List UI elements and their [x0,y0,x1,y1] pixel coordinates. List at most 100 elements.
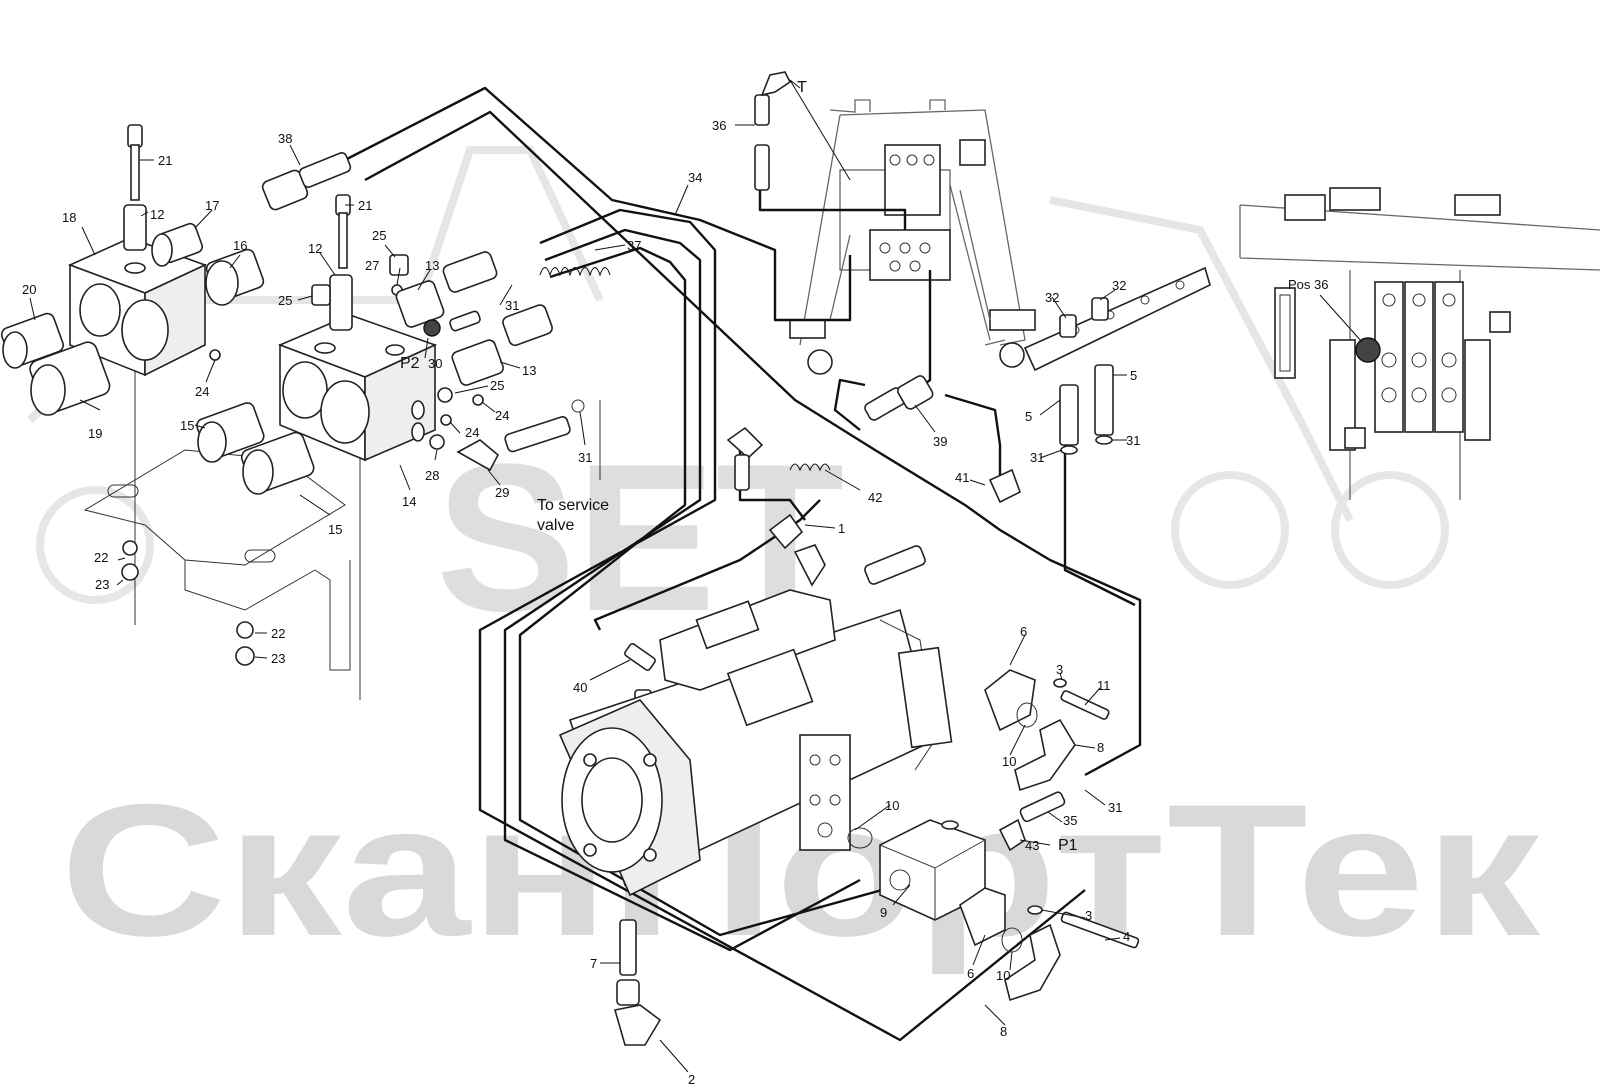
callout-5: 5 [1130,368,1137,383]
elbow-2 [613,1004,662,1046]
callout-19: 19 [88,426,102,441]
callout-2: 2 [688,1072,695,1087]
nut-23-b [235,646,255,666]
bolt-21-a-shank [130,144,140,201]
callout-32: 32 [1045,290,1059,305]
callout-28: 28 [425,468,439,483]
callout-32: 32 [1112,278,1126,293]
hose-8-a [1014,718,1076,792]
elbow-43 [998,818,1026,852]
hose-8-b [1004,923,1061,1002]
callout-10: 10 [1002,754,1016,769]
pos36-label: Pos 36 [1288,277,1328,292]
washer-22-a [122,540,138,556]
fitting-7 [619,919,637,976]
callout-10: 10 [885,798,899,813]
fitting-32-a [1059,314,1077,338]
sleeve-12-a [123,204,147,251]
control-valve-block [869,144,951,281]
plug-25-a [311,284,331,306]
callout-24: 24 [465,425,479,440]
callout-9: 9 [880,905,887,920]
pos36-marker [1355,337,1381,363]
port-p2-label: P2 [400,355,420,372]
callout-24: 24 [195,384,209,399]
callout-5: 5 [1025,409,1032,424]
callout-3: 3 [1056,662,1063,677]
fittings-20-19 [0,312,111,416]
callout-18: 18 [62,210,76,225]
washer-22-b [236,621,254,639]
callout-31: 31 [505,298,519,313]
nut-23-a [121,563,139,581]
callout-12: 12 [150,207,164,222]
bolt-21-a [127,124,143,148]
callout-25: 25 [490,378,504,393]
callout-20: 20 [22,282,36,297]
callout-39: 39 [933,434,947,449]
plug-24-a [209,349,221,361]
bolt-4 [1060,911,1140,949]
callout-3: 3 [1085,908,1092,923]
centre-fittings [613,71,1021,1046]
hose-36 [754,94,770,126]
plug-24-c [440,414,452,426]
callout-36: 36 [712,118,726,133]
service-valve-label-line1: To service [537,497,609,514]
callout-40: 40 [573,680,587,695]
callout-23: 23 [95,577,109,592]
callout-29: 29 [495,485,509,500]
callout-15: 15 [328,522,342,537]
callout-labels: 1 2 3 3 4 5 5 6 6 7 8 8 9 10 10 10 11 12… [22,118,1140,1087]
left-manifold-assembly [0,124,611,700]
port-t-label: T [797,79,807,96]
flange-6-b [959,887,1006,947]
leader-lines [29,79,1127,1073]
callout-25: 25 [372,228,386,243]
fitting-5-a [1059,384,1079,446]
callout-6: 6 [967,966,974,981]
callout-27: 27 [365,258,379,273]
inset-control-valve [1239,187,1600,500]
callout-16: 16 [233,238,247,253]
callout-15: 15 [180,418,194,433]
callout-11: 11 [1097,678,1111,693]
washer-3-a [1053,678,1067,688]
hose-1-fitting [768,513,804,550]
fitting-35 [1019,791,1066,823]
callout-30: 30 [428,356,442,371]
oring-10-a [1016,702,1038,728]
fittings-17-16 [151,222,265,306]
right-valve-bar [1023,266,1211,455]
pump-port-plate [799,734,851,851]
elbow-29 [456,439,500,472]
callout-41: 41 [955,470,969,485]
service-valve-label-line2: valve [537,517,574,534]
plug-28 [429,434,445,450]
callout-21: 21 [158,153,172,168]
callout-38: 38 [278,131,292,146]
callout-13: 13 [425,258,439,273]
callout-6: 6 [1020,624,1027,639]
port-p1-label: P1 [1058,837,1078,854]
callout-4: 4 [1123,929,1130,944]
fitting-5-b [1094,364,1114,436]
spring-guard-37 [539,267,611,277]
callout-35: 35 [1063,813,1077,828]
flange-6-a [984,669,1036,732]
callout-21: 21 [358,198,372,213]
machine-frame [789,99,1036,375]
washer-3-b [1027,905,1043,915]
inset-valve-sections [1329,281,1511,451]
callout-22: 22 [271,626,285,641]
callout-7: 7 [590,956,597,971]
callout-8: 8 [1097,740,1104,755]
annotations: To service valve P1 P2 T Pos 36 [400,79,1328,854]
callout-31: 31 [1126,433,1140,448]
callout-22: 22 [94,550,108,565]
fitting-13-b [451,339,504,386]
callout-31: 31 [1030,450,1044,465]
callout-13: 13 [522,363,536,378]
fitting-32-b [1091,297,1109,321]
